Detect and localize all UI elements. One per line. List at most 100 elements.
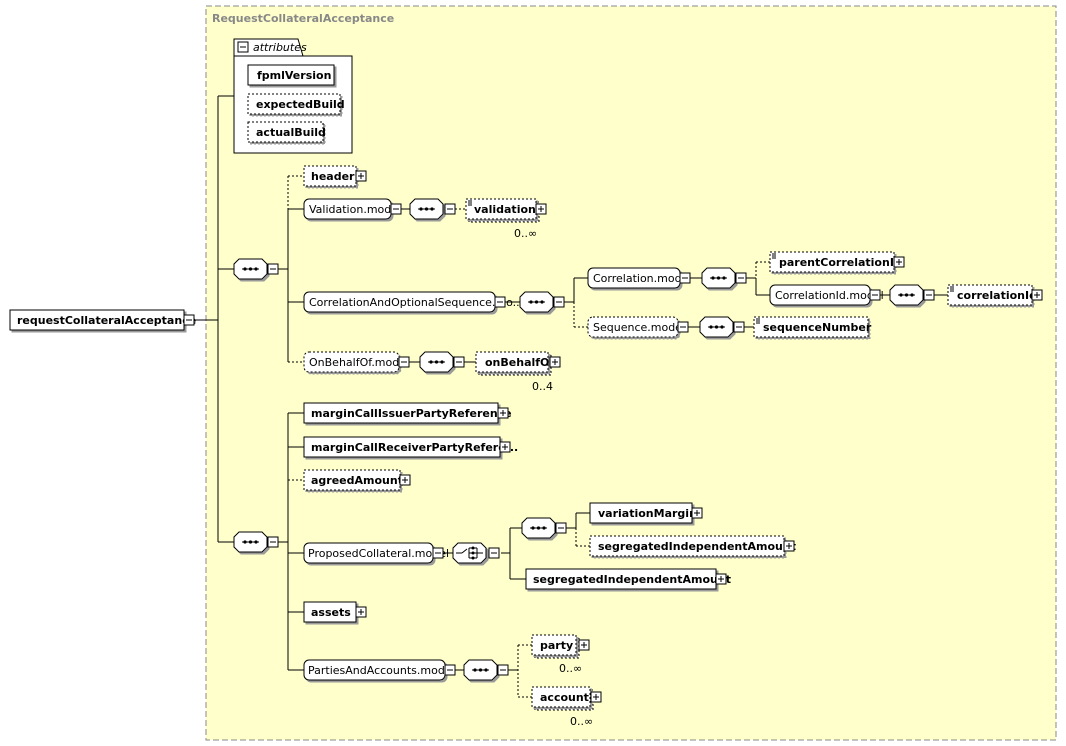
attribute-label: fpmlVersion bbox=[257, 69, 331, 82]
element-label: validation bbox=[474, 203, 536, 216]
sequence-compositor-2[interactable] bbox=[233, 531, 279, 553]
collapse-icon[interactable] bbox=[869, 289, 881, 301]
group-sequence-model[interactable]: Sequence.model bbox=[587, 316, 689, 338]
element-sequence-number[interactable]: sequenceNumber bbox=[753, 316, 872, 338]
group-correlation-id-model[interactable]: CorrelationId.model bbox=[769, 284, 884, 306]
occurrence-label: 0..∞ bbox=[514, 227, 537, 240]
collapse-icon[interactable] bbox=[923, 289, 935, 301]
group-validation-model[interactable]: Validation.model bbox=[303, 198, 402, 220]
element-assets[interactable]: assets bbox=[303, 601, 367, 623]
element-agreed-amount[interactable]: agreedAmount bbox=[303, 469, 411, 491]
collapse-icon[interactable] bbox=[497, 664, 509, 676]
expand-icon[interactable] bbox=[590, 691, 602, 703]
element-margin-call-issuer-party-reference[interactable]: marginCallIssuerPartyReference bbox=[303, 402, 512, 424]
occurrence-label: 0..4 bbox=[532, 380, 553, 393]
group-label: PartiesAndAccounts.model bbox=[308, 664, 455, 677]
connector-lines bbox=[195, 95, 948, 698]
element-label: onBehalfOf bbox=[485, 356, 554, 369]
group-parties-and-accounts-model[interactable]: PartiesAndAccounts.model bbox=[303, 659, 456, 681]
element-correlation-id[interactable]: correlationId bbox=[947, 284, 1043, 306]
group-label: OnBehalfOf.model bbox=[309, 356, 409, 369]
sequence-compositor-1[interactable] bbox=[233, 258, 279, 280]
expand-icon[interactable] bbox=[783, 540, 795, 552]
attribute-fpmlversion[interactable]: fpmlVersion bbox=[247, 64, 335, 86]
sequence-compositor[interactable] bbox=[889, 284, 935, 306]
root-label: requestCollateralAcceptance bbox=[17, 314, 196, 327]
occurrence-label: 0..∞ bbox=[559, 662, 582, 675]
group-label: Validation.model bbox=[309, 203, 401, 216]
expand-icon[interactable] bbox=[549, 356, 561, 368]
collapse-icon[interactable] bbox=[733, 321, 745, 333]
group-label: CorrelationAndOptionalSequence.mo... bbox=[309, 296, 523, 309]
collapse-icon[interactable] bbox=[553, 296, 565, 308]
group-proposed-collateral-model[interactable]: ProposedCollateral.model bbox=[303, 542, 449, 564]
collapse-icon[interactable] bbox=[453, 356, 465, 368]
expand-icon[interactable] bbox=[578, 639, 590, 651]
collapse-icon[interactable] bbox=[735, 272, 747, 284]
element-label: header bbox=[311, 170, 355, 183]
group-correlation-model[interactable]: Correlation.model bbox=[587, 267, 691, 289]
collapse-icon[interactable] bbox=[432, 547, 444, 559]
collapse-icon[interactable] bbox=[488, 547, 500, 559]
element-label: variationMargin bbox=[598, 507, 697, 520]
collapse-icon[interactable] bbox=[398, 356, 410, 368]
element-margin-call-receiver-party-reference[interactable]: marginCallReceiverPartyRefere... bbox=[303, 436, 518, 458]
sequence-compositor[interactable] bbox=[521, 517, 567, 539]
collapse-icon[interactable] bbox=[267, 263, 279, 275]
text-content-icon bbox=[950, 286, 954, 292]
sequence-compositor[interactable] bbox=[699, 316, 745, 338]
sequence-compositor[interactable] bbox=[519, 291, 565, 313]
root-collapse-icon[interactable] bbox=[183, 314, 195, 326]
collapse-icon[interactable] bbox=[555, 522, 567, 534]
element-on-behalf-of[interactable]: onBehalfOf 0..4 bbox=[475, 351, 561, 393]
attribute-label: actualBuild bbox=[256, 126, 326, 139]
collapse-icon[interactable] bbox=[267, 536, 279, 548]
element-validation[interactable]: validation 0..∞ bbox=[465, 198, 547, 240]
group-label: Correlation.model bbox=[593, 272, 691, 285]
expand-icon[interactable] bbox=[497, 407, 509, 419]
group-correlation-and-optional-sequence-model[interactable]: CorrelationAndOptionalSequence.mo... bbox=[303, 291, 523, 313]
text-content-icon bbox=[756, 318, 760, 324]
collapse-icon[interactable] bbox=[444, 203, 456, 215]
element-segregated-independent-amount-optional[interactable]: segregatedIndependentAmount bbox=[589, 535, 796, 557]
attributes-panel: attributes fpmlVersion expectedBuild act… bbox=[233, 38, 353, 154]
sequence-compositor[interactable] bbox=[409, 198, 456, 220]
occurrence-label: 0..∞ bbox=[570, 715, 593, 728]
element-label: sequenceNumber bbox=[763, 321, 872, 334]
element-label: segregatedIndependentAmount bbox=[598, 540, 796, 553]
sequence-compositor[interactable] bbox=[419, 351, 465, 373]
expand-icon[interactable] bbox=[535, 203, 547, 215]
expand-icon[interactable] bbox=[399, 474, 411, 486]
expand-icon[interactable] bbox=[715, 573, 727, 585]
element-label: correlationId bbox=[957, 289, 1037, 302]
sequence-compositor[interactable] bbox=[463, 659, 509, 681]
expand-icon[interactable] bbox=[499, 441, 511, 453]
collapse-icon[interactable] bbox=[494, 296, 506, 308]
element-label: assets bbox=[311, 606, 351, 619]
collapse-icon[interactable] bbox=[679, 272, 691, 284]
expand-icon[interactable] bbox=[691, 507, 703, 519]
attribute-actualbuild[interactable]: actualBuild bbox=[247, 121, 326, 143]
expand-icon[interactable] bbox=[1031, 289, 1043, 301]
element-label: account bbox=[540, 691, 589, 704]
collapse-icon[interactable] bbox=[390, 203, 402, 215]
element-variation-margin[interactable]: variationMargin bbox=[589, 502, 703, 524]
expand-icon[interactable] bbox=[893, 256, 905, 268]
group-label: ProposedCollateral.model bbox=[308, 547, 449, 560]
collapse-icon[interactable] bbox=[677, 321, 689, 333]
element-label: party bbox=[540, 639, 573, 652]
attribute-expectedbuild[interactable]: expectedBuild bbox=[247, 93, 345, 115]
expand-icon[interactable] bbox=[355, 170, 367, 182]
element-account[interactable]: account 0..∞ bbox=[531, 686, 602, 728]
expand-icon[interactable] bbox=[355, 606, 367, 618]
attributes-collapse-icon[interactable] bbox=[237, 41, 249, 53]
group-on-behalf-of-model[interactable]: OnBehalfOf.model bbox=[303, 351, 410, 373]
root-element[interactable]: requestCollateralAcceptance bbox=[9, 309, 196, 331]
sequence-compositor[interactable] bbox=[701, 267, 747, 289]
collapse-icon[interactable] bbox=[444, 664, 456, 676]
choice-compositor[interactable] bbox=[452, 542, 500, 564]
element-parent-correlation-id[interactable]: parentCorrelationId bbox=[769, 251, 905, 273]
element-party[interactable]: party 0..∞ bbox=[531, 634, 590, 675]
element-header[interactable]: header bbox=[303, 165, 367, 187]
element-segregated-independent-amount-required[interactable]: segregatedIndependentAmount bbox=[525, 568, 731, 590]
